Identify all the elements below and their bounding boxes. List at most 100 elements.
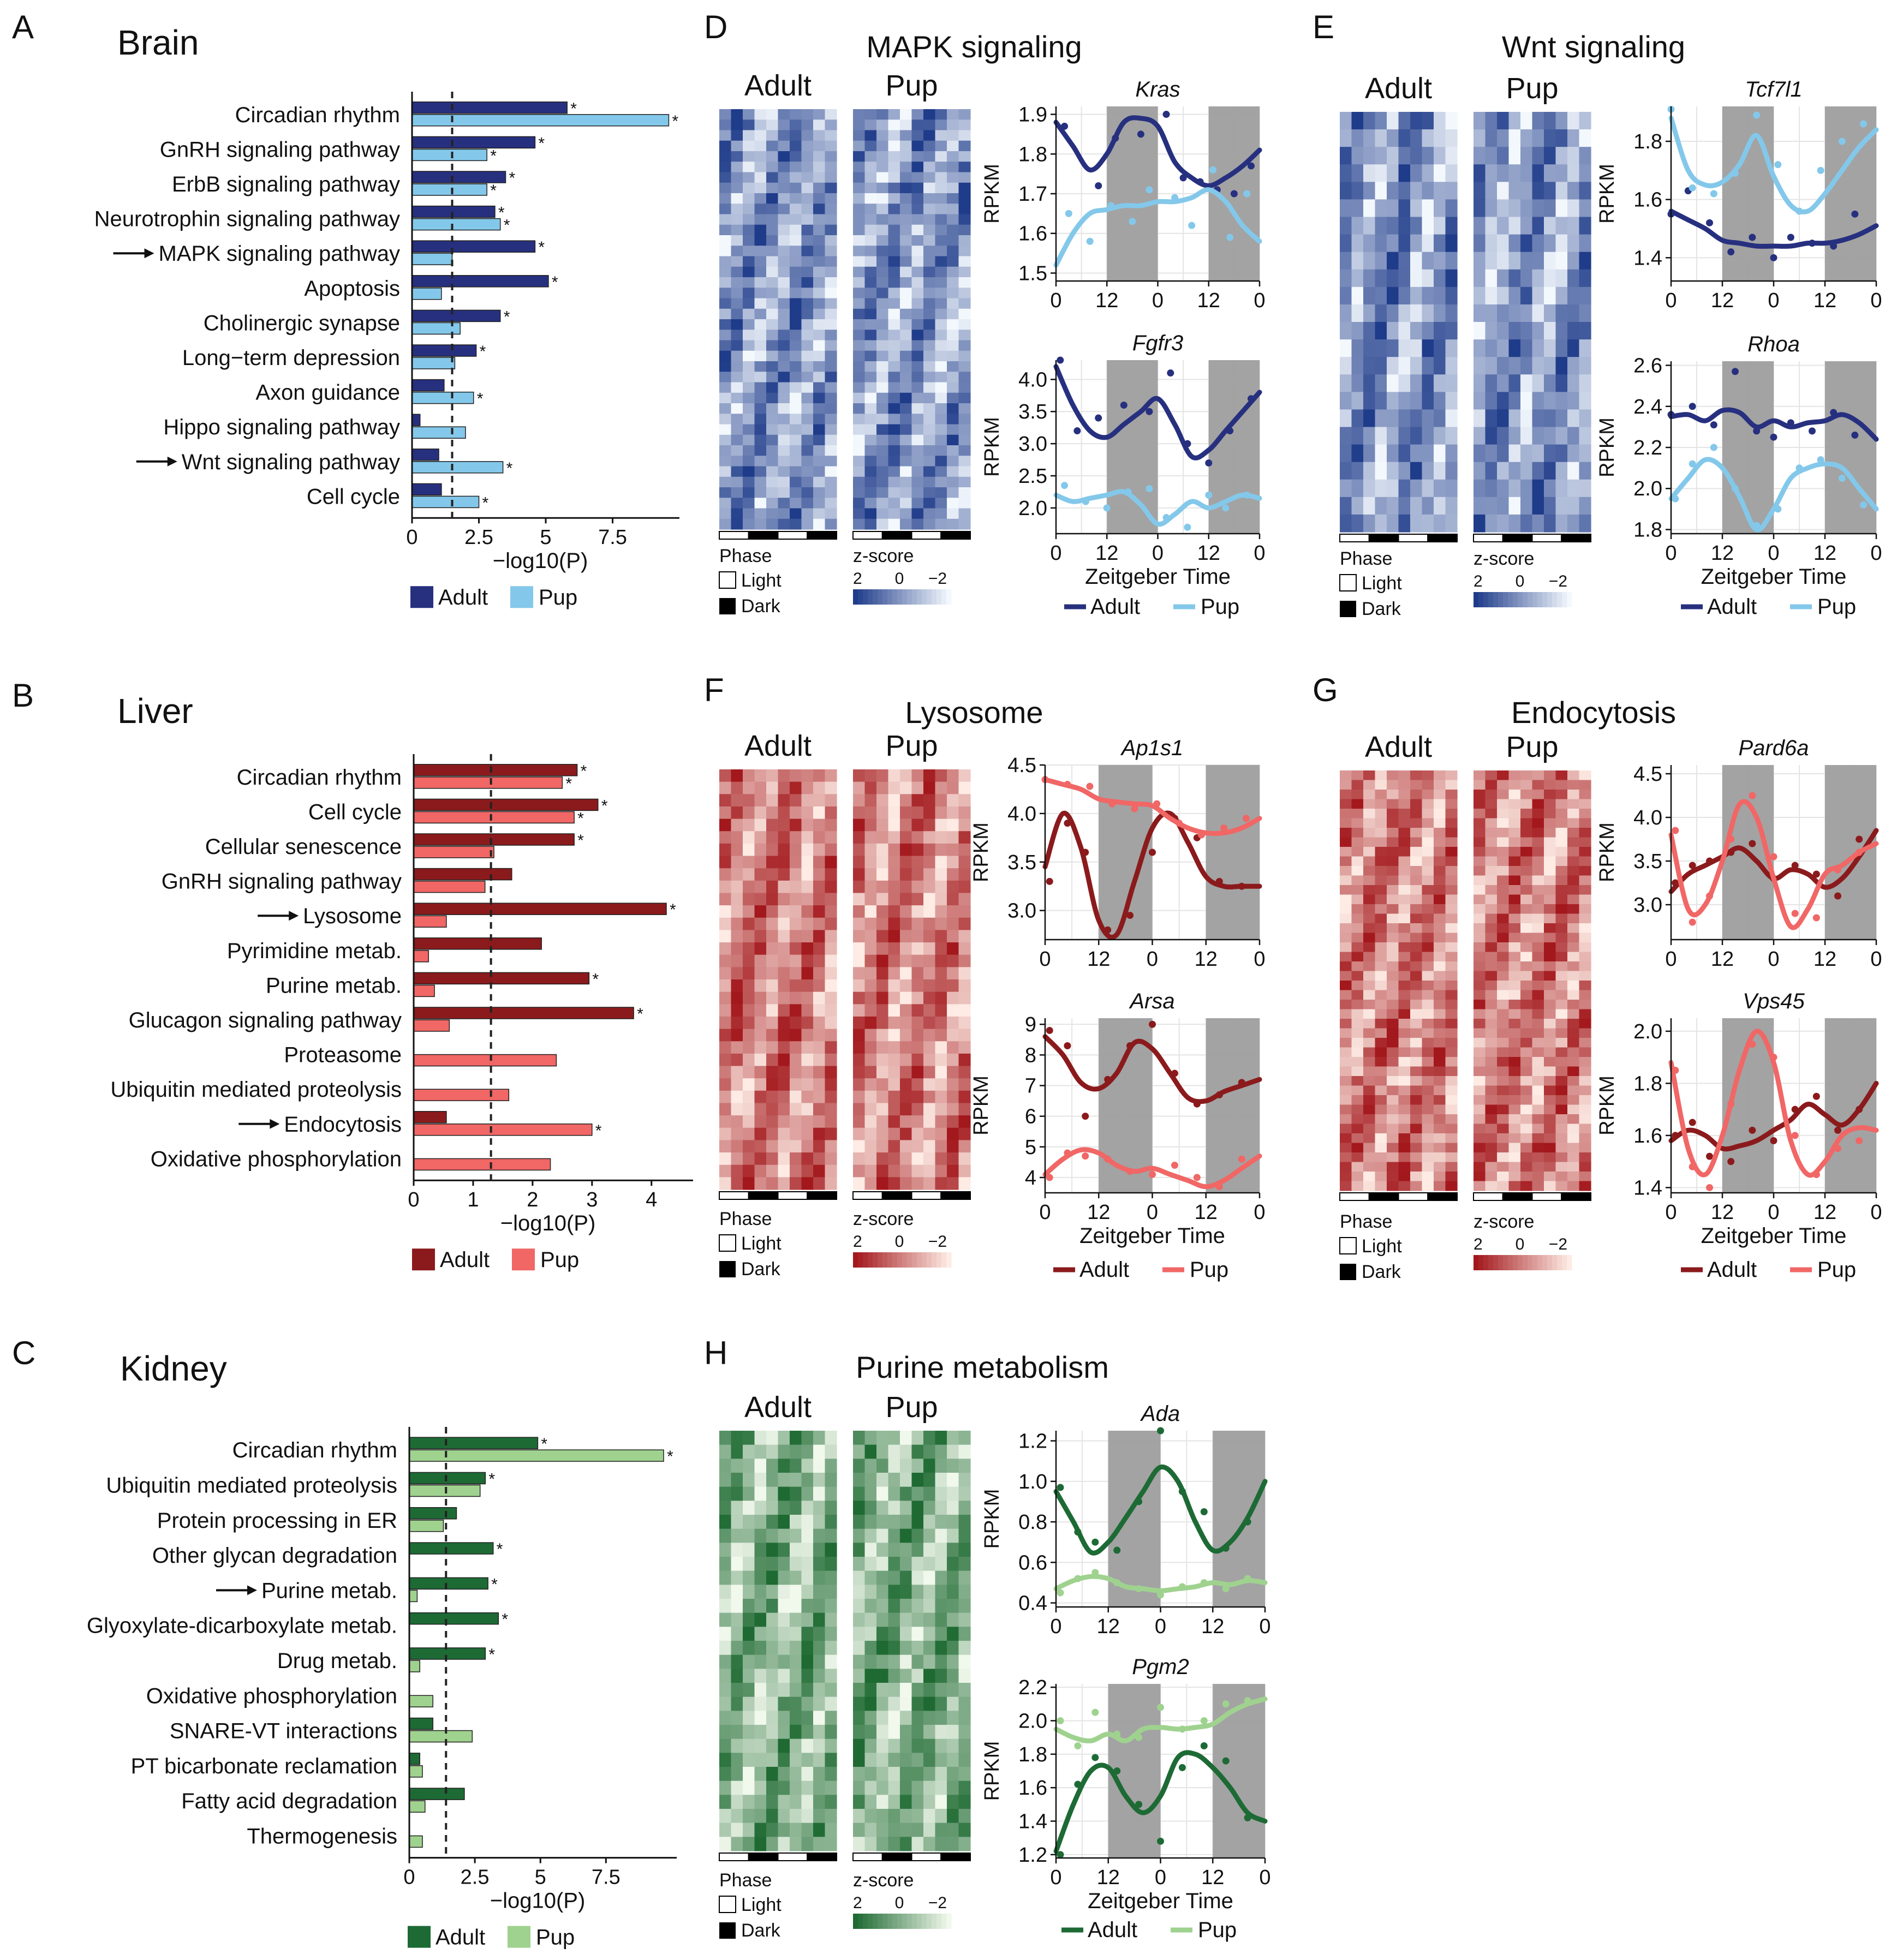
data-point-adult	[1171, 1069, 1178, 1077]
phase-strip-segment	[1368, 534, 1399, 542]
y-tick-label: 4.0	[1007, 803, 1036, 826]
dark-phase-band	[1099, 1018, 1153, 1193]
significance-star: *	[592, 970, 599, 988]
bar-adult	[411, 275, 549, 288]
data-point-adult	[1812, 1092, 1820, 1100]
zscore-gradient-cell	[1503, 1255, 1508, 1270]
legend-label-pup: Pup	[1817, 595, 1856, 619]
bar-pup	[411, 253, 453, 265]
legend-label-pup: Pup	[540, 1248, 579, 1272]
phase-strip-segment	[881, 1191, 912, 1200]
highlight-arrow-head	[270, 1119, 280, 1129]
data-point-pup	[1732, 170, 1739, 177]
heatmap-title-pup: Pup	[885, 1391, 938, 1424]
phase-legend-light-swatch	[719, 1896, 736, 1913]
y-tick-label: 4.5	[1633, 763, 1662, 786]
data-point-adult	[1146, 408, 1153, 415]
data-point-adult	[1064, 820, 1071, 827]
phase-strip-segment	[719, 531, 749, 540]
x-tick-label: 0	[1254, 289, 1265, 312]
data-point-pup	[1086, 782, 1094, 790]
x-tick-label: 12	[1711, 1201, 1734, 1224]
phase-strip-segment	[881, 1853, 912, 1861]
panel-title-f: Lysosome	[905, 695, 1043, 730]
y-tick-label: 1.4	[1018, 1810, 1047, 1833]
zscore-gradient-cell	[902, 589, 908, 605]
data-point-pup	[1146, 186, 1153, 194]
data-point-adult	[1074, 1780, 1082, 1788]
bar-pup	[413, 1158, 551, 1171]
x-tick-label: 0	[1050, 289, 1061, 312]
highlight-arrow-head	[144, 248, 154, 259]
x-tick-label: 2.5	[464, 526, 493, 549]
data-point-adult	[1046, 877, 1053, 885]
x-tick-label: 0	[1254, 1201, 1265, 1224]
data-point-adult	[1706, 1152, 1713, 1160]
y-tick-label: 2.0	[1633, 1020, 1662, 1043]
data-point-adult	[1689, 403, 1696, 410]
data-point-adult	[1082, 848, 1089, 856]
bar-pup	[411, 495, 480, 509]
series-line-adult	[1053, 1464, 1268, 1556]
significance-star: *	[477, 390, 484, 408]
zscore-gradient-cell	[1562, 1255, 1567, 1270]
phase-legend-dark: Dark	[741, 596, 781, 617]
x-axis-label: −log10(P)	[493, 549, 588, 573]
zscore-gradient-cell	[1528, 592, 1533, 607]
y-tick-label: 3.0	[1633, 894, 1662, 917]
x-tick-label: 0	[1039, 948, 1051, 971]
zscore-gradient-cell	[868, 1914, 873, 1929]
zscore-gradient-cell	[1532, 1255, 1538, 1270]
bar-pup	[411, 114, 670, 127]
series-line-pup	[1053, 187, 1262, 268]
significance-star: *	[480, 343, 486, 361]
data-point-adult	[1179, 174, 1187, 182]
phase-strip-segment	[1561, 534, 1591, 542]
data-point-adult	[1732, 368, 1739, 375]
data-point-pup	[1107, 202, 1115, 210]
bar-pup	[409, 1449, 664, 1462]
y-tick-label: 9	[1025, 1013, 1036, 1036]
zscore-gradient-cell	[1488, 592, 1494, 607]
y-tick-label: 2.0	[1018, 1710, 1047, 1732]
data-point-pup	[1057, 1589, 1064, 1597]
bar-pup	[413, 1089, 510, 1101]
x-tick-label: 0	[1259, 1615, 1270, 1638]
data-point-pup	[1146, 485, 1153, 493]
zscore-gradient-cell	[853, 589, 858, 605]
significance-star: *	[541, 1435, 547, 1453]
highlight-arrow-head	[289, 911, 299, 921]
dark-phase-band	[1825, 106, 1876, 281]
x-axis-label: Zeitgeber Time	[1085, 565, 1231, 589]
data-point-adult	[1091, 1754, 1099, 1761]
x-tick-label: 0	[406, 526, 417, 549]
zscore-gradient-cell	[922, 589, 927, 605]
data-point-adult	[1851, 431, 1859, 439]
dark-phase-band	[1213, 1431, 1265, 1607]
data-point-adult	[1710, 421, 1717, 429]
zscore-gradient-cell	[1498, 592, 1504, 607]
y-axis-label: RPKM	[970, 822, 993, 882]
data-point-pup	[1749, 792, 1756, 799]
data-point-adult	[1244, 1814, 1251, 1821]
series-line-pup	[1053, 1574, 1268, 1593]
gene-title: Tcf7l1	[1745, 77, 1802, 101]
data-point-adult	[1222, 1757, 1230, 1765]
gene-title: Ada	[1140, 1402, 1180, 1426]
x-tick-label: 7.5	[598, 526, 627, 549]
phase-strip-segment	[940, 1853, 971, 1861]
bar-adult	[409, 1577, 488, 1590]
x-tick-label: 0	[1147, 1201, 1158, 1224]
bar-adult	[411, 309, 501, 322]
data-point-pup	[1153, 800, 1161, 808]
zscore-gradient-cell	[1493, 592, 1499, 607]
x-tick-label: 12	[1813, 289, 1836, 312]
data-point-adult	[1184, 440, 1191, 447]
data-point-adult	[1247, 395, 1255, 403]
y-tick-label: 1.8	[1018, 1743, 1047, 1766]
y-tick-label: 2.0	[1018, 497, 1047, 520]
zscore-gradient-cell	[887, 1252, 893, 1268]
bar-adult	[409, 1612, 499, 1625]
